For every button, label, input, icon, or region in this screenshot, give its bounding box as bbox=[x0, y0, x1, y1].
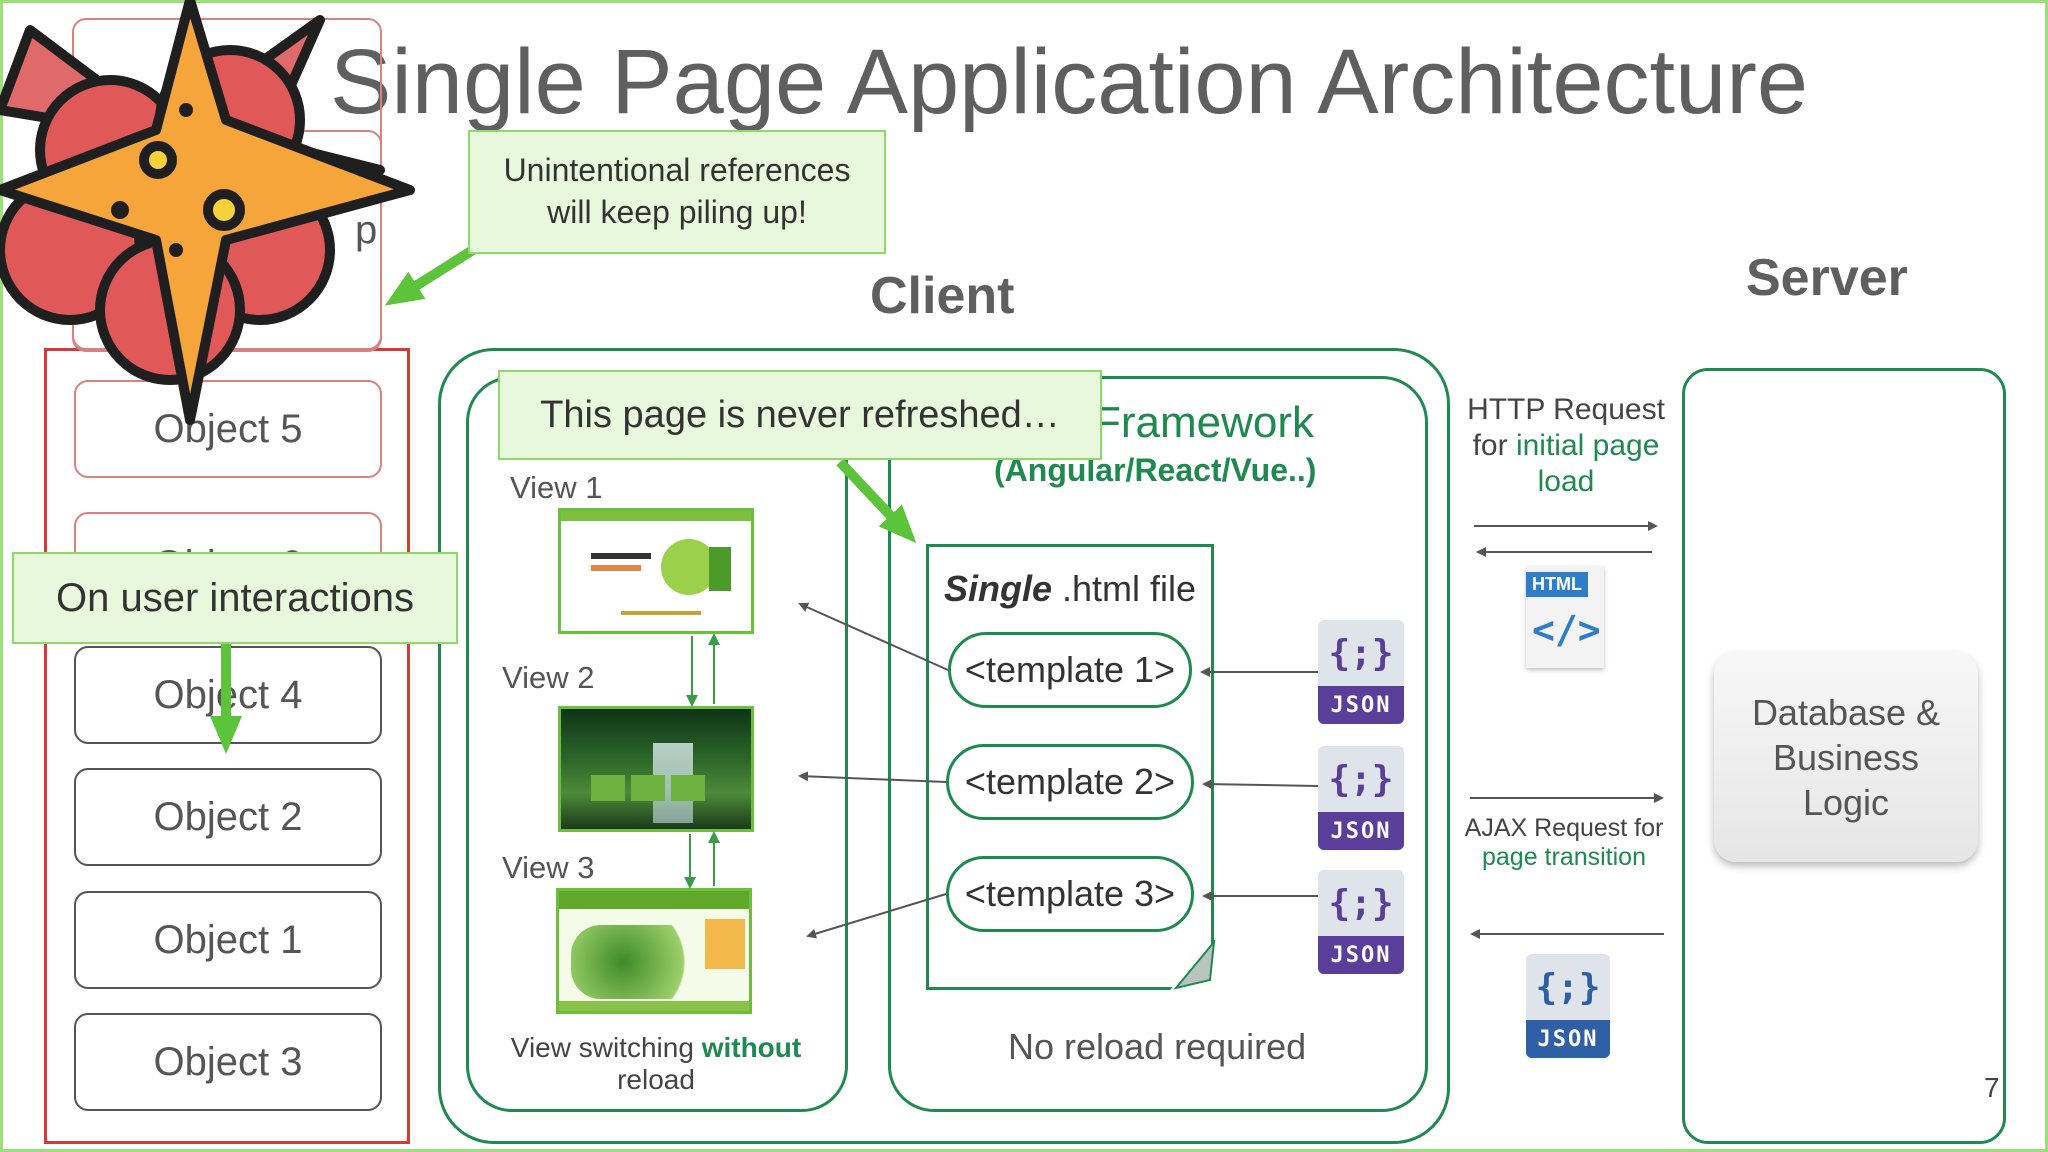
json-braces: {;} bbox=[1328, 632, 1394, 674]
memory-object: Object 2 bbox=[74, 768, 382, 866]
callout-user-interactions-text: On user interactions bbox=[56, 575, 414, 620]
thumb-1-text bbox=[591, 553, 651, 559]
http-line2-highlight: initial page bbox=[1515, 429, 1660, 462]
html-code-glyph: </> bbox=[1532, 608, 1601, 652]
template-to-view-arrow bbox=[806, 893, 947, 939]
view-label-2: View 2 bbox=[502, 660, 595, 695]
views-footer-pre: View switching bbox=[510, 1032, 702, 1063]
callout-unintentional-text: Unintentional references will keep pilin… bbox=[503, 152, 851, 230]
html-file-label: Single .html file bbox=[944, 568, 1196, 610]
view-thumbnail-2 bbox=[558, 706, 754, 832]
json-label: JSON bbox=[1318, 812, 1404, 850]
views-footer-post: reload bbox=[617, 1064, 695, 1096]
thumb-2-card bbox=[671, 775, 705, 801]
json-icon: {;} JSON bbox=[1318, 620, 1404, 724]
callout-never-refreshed: This page is never refreshed… bbox=[498, 370, 1102, 460]
explosion-dot bbox=[179, 103, 193, 117]
callout-arrow-unintentional bbox=[384, 243, 479, 306]
json-braces: {;} bbox=[1535, 966, 1601, 1008]
thumb-3-header bbox=[559, 891, 749, 909]
ajax-line2: page transition bbox=[1481, 842, 1646, 871]
http-request-label: HTTP Request for initial page load bbox=[1460, 392, 1672, 500]
json-to-template-arrow bbox=[1202, 779, 1319, 790]
memory-stack-partial-label: p bbox=[355, 208, 378, 252]
page-number: 7 bbox=[1984, 1072, 2000, 1103]
view-label-3: View 3 bbox=[502, 850, 595, 885]
framework-footer: No reload required bbox=[1008, 1026, 1307, 1067]
thumb-3-leaves bbox=[571, 925, 701, 999]
html-file-icon: HTML </> bbox=[1526, 566, 1604, 668]
thumb-1-text2 bbox=[591, 565, 641, 571]
thumb-1-footer bbox=[621, 611, 701, 615]
json-braces: {;} bbox=[1328, 882, 1394, 924]
client-container bbox=[438, 348, 1450, 1144]
json-icon: {;} JSON bbox=[1318, 746, 1404, 850]
thumb-2-card bbox=[591, 775, 625, 801]
framework-title: Framework bbox=[1094, 398, 1315, 447]
view-thumbnail-1 bbox=[558, 508, 754, 634]
json-icon-ajax: {;} JSON bbox=[1526, 954, 1610, 1058]
http-line2-pre: for bbox=[1472, 429, 1516, 462]
template-pill-1: <template 1> bbox=[948, 632, 1192, 708]
json-icon: {;} JSON bbox=[1318, 870, 1404, 974]
template-pill-2: <template 2> bbox=[946, 744, 1194, 820]
callout-never-refreshed-text: This page is never refreshed… bbox=[540, 393, 1060, 436]
explosion-dot bbox=[169, 243, 183, 257]
template-pill-3: <template 3> bbox=[946, 856, 1194, 932]
thumb-1-glass bbox=[709, 547, 731, 591]
callout-arrow-never-refreshed bbox=[836, 458, 917, 544]
ajax-request-label: AJAX Request for page transition bbox=[1456, 814, 1672, 872]
thumb-2-card bbox=[631, 775, 665, 801]
html-file-label-rest: .html file bbox=[1052, 568, 1197, 609]
callout-unintentional-references: Unintentional references will keep pilin… bbox=[468, 130, 886, 254]
template-to-view-arrow bbox=[798, 771, 947, 783]
database-business-logic-label: Database & Business Logic bbox=[1751, 691, 1941, 823]
thumb-1-fruit bbox=[661, 539, 717, 595]
json-label: JSON bbox=[1526, 1020, 1610, 1058]
server-header: Server bbox=[1746, 249, 1908, 307]
json-braces: {;} bbox=[1328, 758, 1394, 800]
view-thumbnail-3 bbox=[556, 888, 752, 1014]
database-business-logic-box: Database & Business Logic bbox=[1714, 652, 1978, 862]
template-to-view-arrow bbox=[798, 602, 949, 671]
html-badge: HTML bbox=[1526, 572, 1588, 597]
explosion-icon bbox=[0, 0, 415, 425]
explosion-dot bbox=[111, 201, 129, 219]
json-label: JSON bbox=[1318, 936, 1404, 974]
views-footer-bold: without bbox=[701, 1032, 802, 1063]
memory-object: Object 1 bbox=[74, 891, 382, 989]
http-line1: HTTP Request bbox=[1467, 393, 1665, 426]
server-container bbox=[1682, 368, 2006, 1144]
ajax-line1: AJAX Request for bbox=[1464, 814, 1664, 842]
framework-panel bbox=[888, 376, 1428, 1112]
thumb-3-footer bbox=[559, 1001, 749, 1011]
document-dog-ear bbox=[1170, 940, 1216, 990]
slide-title: Single Page Application Architecture bbox=[330, 31, 1809, 133]
client-header: Client bbox=[870, 267, 1015, 325]
thumb-3-panel bbox=[705, 919, 745, 969]
json-label: JSON bbox=[1318, 686, 1404, 724]
views-footer: View switching without reload bbox=[488, 1032, 824, 1096]
thumb-1-bar bbox=[561, 511, 751, 521]
http-line3: load bbox=[1537, 465, 1595, 498]
view-label-1: View 1 bbox=[510, 470, 603, 505]
memory-object: Object 5 bbox=[74, 380, 382, 478]
memory-object: Object 3 bbox=[74, 1013, 382, 1111]
html-file-label-bold: Single bbox=[944, 568, 1053, 609]
callout-user-interactions: On user interactions bbox=[12, 552, 458, 644]
